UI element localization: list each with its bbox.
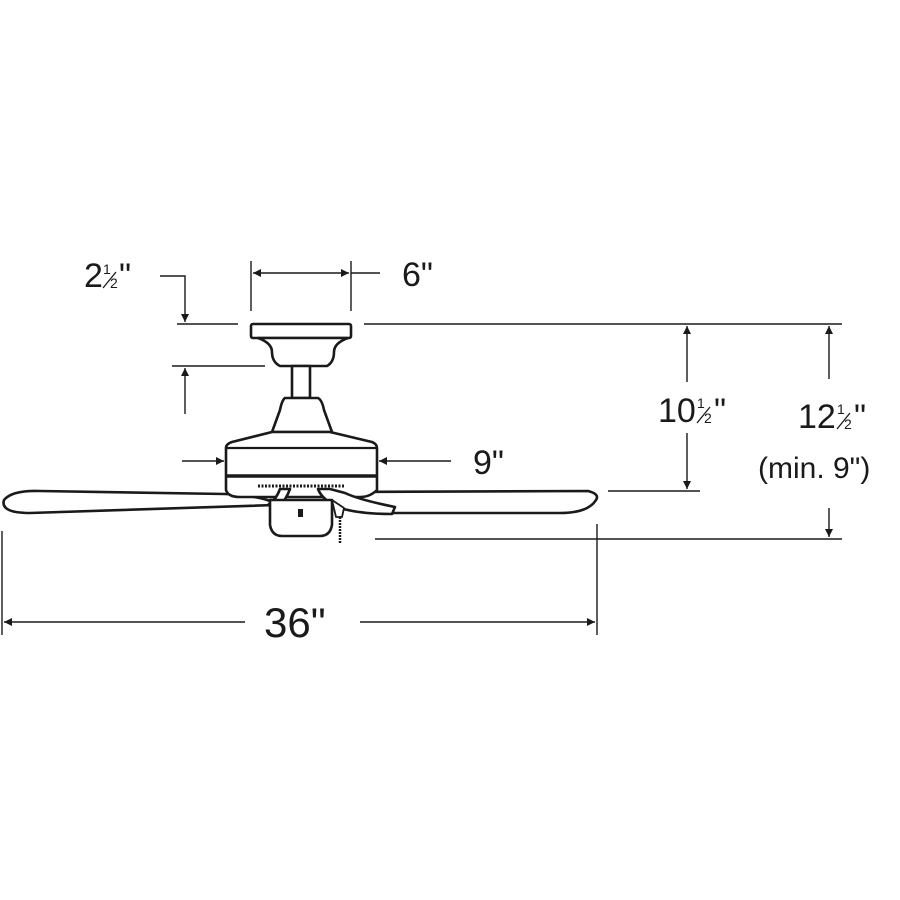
label-6-inch: 6" [402, 256, 433, 294]
svg-text:2: 2 [704, 410, 712, 426]
label-10-5-inch: 10 1 2 " [658, 392, 726, 430]
motor-top [270, 396, 334, 434]
label-9-inch: 9" [473, 444, 504, 482]
svg-text:2: 2 [110, 275, 118, 291]
min-note: (min. 9") [758, 452, 870, 485]
label-36-inch: 36" [264, 599, 326, 646]
svg-text:12: 12 [798, 398, 836, 436]
motor-housing [224, 430, 379, 499]
label-12-5-inch: 12 1 2 " (min. 9") [758, 398, 870, 485]
switch-housing [268, 498, 334, 538]
svg-text:": " [119, 257, 131, 295]
svg-text:1: 1 [837, 401, 845, 417]
right-blade [333, 489, 599, 515]
pull-chain [331, 499, 345, 543]
svg-text:2: 2 [844, 416, 852, 432]
svg-text:": " [854, 398, 866, 436]
label-2-5-inch: 2 1 2 " [84, 257, 131, 295]
svg-text:1: 1 [697, 395, 705, 411]
dimension-lines [1, 261, 842, 635]
left-blade [2, 489, 280, 515]
svg-text:": " [714, 392, 726, 430]
svg-text:10: 10 [658, 392, 696, 430]
fan-drawing [2, 322, 599, 543]
canopy [249, 322, 353, 368]
svg-text:1: 1 [103, 261, 111, 277]
downrod [290, 364, 312, 400]
svg-text:2: 2 [84, 257, 103, 295]
